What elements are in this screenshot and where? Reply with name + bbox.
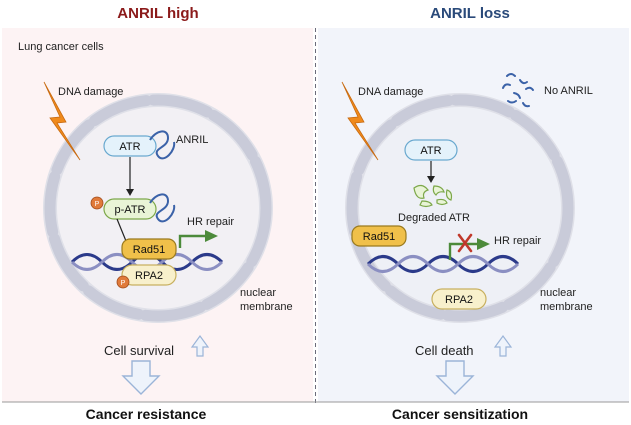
right-dna-damage-label: DNA damage bbox=[358, 86, 423, 98]
right-title: ANRIL loss bbox=[430, 5, 510, 22]
blocked-hr-repair-arrowhead bbox=[477, 238, 490, 250]
down-arrow-icon-right bbox=[435, 360, 475, 395]
right-rpa2-pill bbox=[431, 288, 487, 310]
p-atr-label: p-ATR bbox=[115, 204, 146, 216]
rpa2-label: RPA2 bbox=[135, 270, 163, 282]
rad51-label: Rad51 bbox=[133, 244, 165, 256]
rpa2-phosphate-icon bbox=[116, 275, 130, 289]
down-arrow-icon bbox=[121, 360, 161, 395]
phosphate-badge-icon bbox=[90, 196, 104, 210]
rpa2-pill bbox=[121, 264, 177, 286]
left-title: ANRIL high bbox=[117, 5, 198, 22]
left-membrane-label-1: nuclear bbox=[240, 287, 276, 299]
anril-rna-bound-icon bbox=[149, 193, 176, 223]
left-nucleus bbox=[43, 93, 273, 323]
lightning-bolt-icon bbox=[43, 81, 81, 161]
anril-rna-icon bbox=[149, 130, 176, 160]
left-p-badge-label-2: P bbox=[121, 280, 126, 287]
blocked-hr-repair-arrow bbox=[448, 242, 480, 260]
right-atr-pill bbox=[404, 139, 458, 161]
degradation-arrowhead bbox=[427, 176, 435, 183]
blocked-x-icon bbox=[457, 233, 473, 253]
no-anril-label: No ANRIL bbox=[544, 85, 593, 97]
rad51-pill bbox=[121, 238, 177, 260]
fragmented-rna-icon bbox=[502, 73, 534, 108]
activation-arrowhead bbox=[126, 189, 134, 196]
right-membrane-label-2: membrane bbox=[540, 301, 593, 313]
left-atr-label: ATR bbox=[119, 141, 140, 153]
p-atr-connector bbox=[116, 218, 127, 242]
left-dna-damage-label: DNA damage bbox=[58, 86, 123, 98]
left-outcome: Cell survival bbox=[104, 343, 174, 358]
right-atr-label: ATR bbox=[420, 145, 441, 157]
left-p-badge-label: P bbox=[95, 201, 100, 208]
left-result: Cancer resistance bbox=[86, 406, 207, 422]
right-result: Cancer sensitization bbox=[392, 406, 528, 422]
hr-repair-arrowhead bbox=[205, 230, 218, 242]
p-atr-pill bbox=[103, 198, 157, 220]
right-outcome: Cell death bbox=[415, 343, 474, 358]
left-atr-pill bbox=[103, 135, 157, 157]
right-hr-repair-label: HR repair bbox=[494, 235, 541, 247]
dna-helix-icon-right bbox=[366, 255, 520, 273]
right-rad51-pill bbox=[351, 225, 407, 247]
up-arrow-icon-right bbox=[493, 334, 513, 357]
degraded-atr-icon bbox=[413, 184, 453, 208]
context-label: Lung cancer cells bbox=[18, 41, 104, 53]
hr-repair-arrow bbox=[178, 234, 208, 248]
right-rpa2-label: RPA2 bbox=[445, 294, 473, 306]
degraded-atr-label: Degraded ATR bbox=[398, 212, 470, 224]
right-membrane-label-1: nuclear bbox=[540, 287, 576, 299]
right-rad51-label: Rad51 bbox=[363, 231, 395, 243]
lightning-bolt-icon-right bbox=[341, 81, 379, 161]
left-hr-repair-label: HR repair bbox=[187, 216, 234, 228]
anril-label: ANRIL bbox=[176, 134, 208, 146]
left-membrane-label-2: membrane bbox=[240, 301, 293, 313]
up-arrow-icon bbox=[190, 334, 210, 357]
